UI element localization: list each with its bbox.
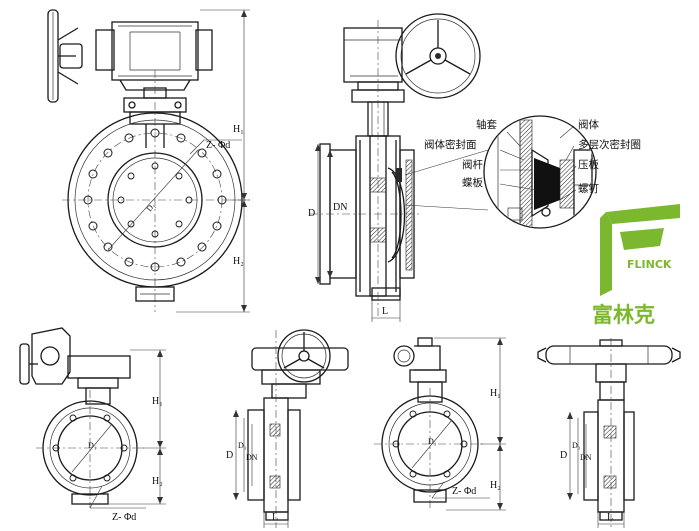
dim-h1: H₁ [200,9,250,201]
valve-body-front [62,112,250,302]
logo-f-bar-icon [620,228,664,250]
callout-stem: 阀杆 [462,158,483,171]
callout-holes: Z- Φd D₁ [145,139,242,213]
stem-yoke [123,70,187,312]
b4-label-d: D [560,450,567,461]
dim-d-dn: D DN [308,144,347,284]
logo-text-en: FLINCK [627,258,672,271]
b3-label-d1: D₁ [428,437,437,446]
callout-disc: 蝶板 [462,176,483,189]
b3-label-h2: H₂ [490,480,501,491]
callout-screw: 螺钉 [578,183,599,195]
b4-label-dn: DN [580,453,592,462]
bottom-front-gear: H₁ H₂ D₁ Z- Φd [19,327,166,523]
b1-label-h1: H₁ [152,396,163,407]
logo-f-top-icon [606,204,680,224]
dim-l: L [371,300,401,322]
handwheel-face-icon [395,13,481,99]
dim-h2: H₂ [176,200,250,313]
b4-label-d1: D₁ [572,441,581,450]
callout-body: 阀体 [578,118,599,131]
gearbox [95,21,213,91]
label-holes: Z- Φd [206,140,230,151]
label-h2: H₂ [233,256,244,267]
b1-label-d1: D₁ [88,441,97,450]
label-h1: H₁ [233,124,244,135]
b3-label-h1: H₁ [490,388,501,399]
b4-label-l: L [607,512,613,523]
logo-text-cjk: 富林克 [592,303,655,327]
side-section-view: D DN L [308,13,489,322]
b1-label-holes: Z- Φd [112,512,136,523]
front-view-gear-operated: H₁ H₂ Z- Φd D₁ [47,9,250,313]
b2-label-dn: DN [246,453,258,462]
flinck-logo: FLINCK 富林克 [592,204,680,327]
handwheel-icon [47,9,83,103]
b1-label-h2: H₂ [152,476,163,487]
b2-label-d1: D₁ [238,441,247,450]
bottom-side-wheel: D D₁ DN L [226,329,349,528]
label-d: D [308,208,315,219]
seal-detail: 轴套 阀体 阀体密封面 多层次密封圈 阀杆 压板 蝶板 螺钉 [424,115,641,229]
b2-label-d: D [226,450,233,461]
b2-label-l: L [272,512,278,523]
callout-body-seat: 阀体密封面 [424,138,477,151]
bottom-side-pneumatic: D D₁ DN L [537,338,681,528]
label-dn: DN [333,202,347,213]
bottom-front-actuator: H₁ H₂ D₁ Z- Φd [374,337,506,511]
b3-label-holes: Z- Φd [452,486,476,497]
callout-clamp: 压板 [578,158,599,171]
callout-sleeve: 轴套 [476,118,497,131]
label-l: L [382,306,388,317]
logo-f-stem-icon [600,212,612,296]
callout-multilayer-seal: 多层次密封圈 [578,138,641,151]
